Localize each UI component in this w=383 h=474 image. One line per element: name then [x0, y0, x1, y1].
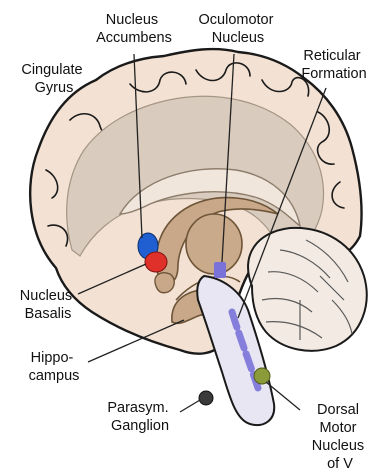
oculomotor-nucleus-marker	[214, 262, 226, 278]
optic-chiasm	[155, 273, 174, 293]
label-dorsal-motor-nucleus: Dorsal Motor Nucleus of V	[312, 402, 368, 472]
label-hippocampus: Hippo- campus	[29, 350, 80, 384]
dorsal-motor-nucleus-marker	[254, 368, 270, 384]
label-nucleus-accumbens: Nucleus Accumbens	[96, 12, 172, 46]
label-nucleus-basalis: Nucleus Basalis	[20, 288, 76, 322]
nucleus-basalis-marker	[145, 252, 167, 272]
label-parasym-ganglion: Parasym. Ganglion	[107, 400, 172, 434]
parasym-ganglion-marker	[199, 391, 213, 405]
label-oculomotor-nucleus: Oculomotor Nucleus	[199, 12, 278, 46]
label-reticular-formation: Reticular Formation	[301, 48, 366, 82]
